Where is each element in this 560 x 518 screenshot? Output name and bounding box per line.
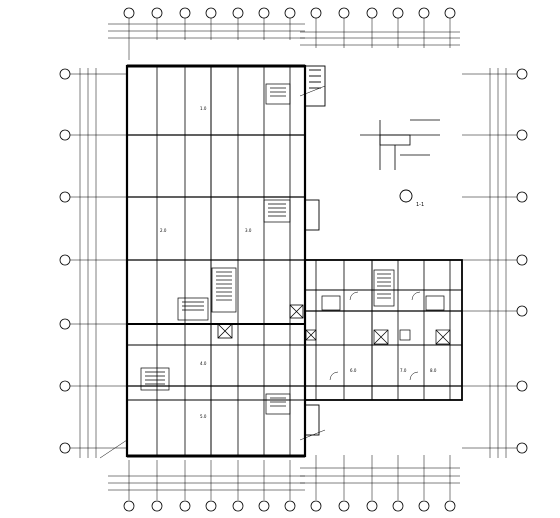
axis-bubble <box>418 7 430 19</box>
axis-bubble <box>59 68 71 80</box>
axis-bubble <box>366 7 378 19</box>
axis-bubble <box>232 500 244 512</box>
axis-bubble <box>516 305 528 317</box>
leader-lines <box>99 85 326 459</box>
axis-bubble <box>151 500 163 512</box>
area-label: 7.0 <box>400 368 407 373</box>
top-axis-bubbles <box>123 7 456 19</box>
bottom-dimension-lines <box>108 455 460 500</box>
axis-bubble <box>232 7 244 19</box>
axis-bubble <box>59 191 71 203</box>
area-label: 6.0 <box>350 368 357 373</box>
area-label: 4.0 <box>200 361 207 366</box>
axis-bubble <box>59 129 71 141</box>
axis-bubble <box>59 318 71 330</box>
elevator-shafts <box>217 304 304 339</box>
axis-bubble <box>179 500 191 512</box>
top-dimension-lines <box>108 18 460 60</box>
side-stair-towers <box>304 65 326 436</box>
axis-bubble <box>516 254 528 266</box>
axis-bubble <box>392 500 404 512</box>
area-label: 1.0 <box>200 106 207 111</box>
axis-bubble <box>516 68 528 80</box>
axis-bubble <box>338 500 350 512</box>
axis-bubble <box>516 129 528 141</box>
door-swings <box>329 291 421 381</box>
stairwells <box>140 83 291 415</box>
axis-bubble <box>258 500 270 512</box>
axis-bubble <box>205 7 217 19</box>
axis-bubble <box>179 7 191 19</box>
axis-bubble <box>205 500 217 512</box>
axis-bubble <box>284 500 296 512</box>
axis-bubble <box>392 7 404 19</box>
section-detail <box>360 119 440 170</box>
right-axis-bubbles <box>516 68 528 454</box>
area-label: 2.0 <box>160 228 167 233</box>
axis-bubble <box>284 7 296 19</box>
residential-stairwells <box>305 269 451 345</box>
left-dimension-lines <box>70 68 128 458</box>
axis-bubble <box>444 7 456 19</box>
main-block-walls <box>125 64 307 458</box>
axis-bubble <box>59 254 71 266</box>
axis-bubble <box>59 442 71 454</box>
left-axis-bubbles <box>59 68 71 454</box>
area-labels: 1.0 2.0 3.0 4.0 5.0 6.0 7.0 8.0 <box>160 106 437 419</box>
axis-bubble <box>418 500 430 512</box>
axis-bubble <box>123 7 135 19</box>
axis-bubble <box>59 380 71 392</box>
axis-bubble <box>258 7 270 19</box>
axis-bubble <box>366 500 378 512</box>
axis-bubble <box>123 500 135 512</box>
axis-bubble <box>444 500 456 512</box>
axis-bubble <box>516 442 528 454</box>
axis-bubble <box>310 7 322 19</box>
axis-bubble <box>338 7 350 19</box>
axis-bubble <box>516 380 528 392</box>
area-label: 5.0 <box>200 414 207 419</box>
axis-bubble <box>151 7 163 19</box>
right-dimension-lines <box>462 68 517 458</box>
axis-bubble <box>310 500 322 512</box>
residential-block-walls <box>304 259 463 401</box>
section-label: 1-1 <box>416 202 424 208</box>
section-bubble <box>399 189 413 203</box>
area-label: 8.0 <box>430 368 437 373</box>
bottom-axis-bubbles <box>123 500 456 512</box>
axis-bubble <box>516 191 528 203</box>
area-label: 3.0 <box>245 228 252 233</box>
